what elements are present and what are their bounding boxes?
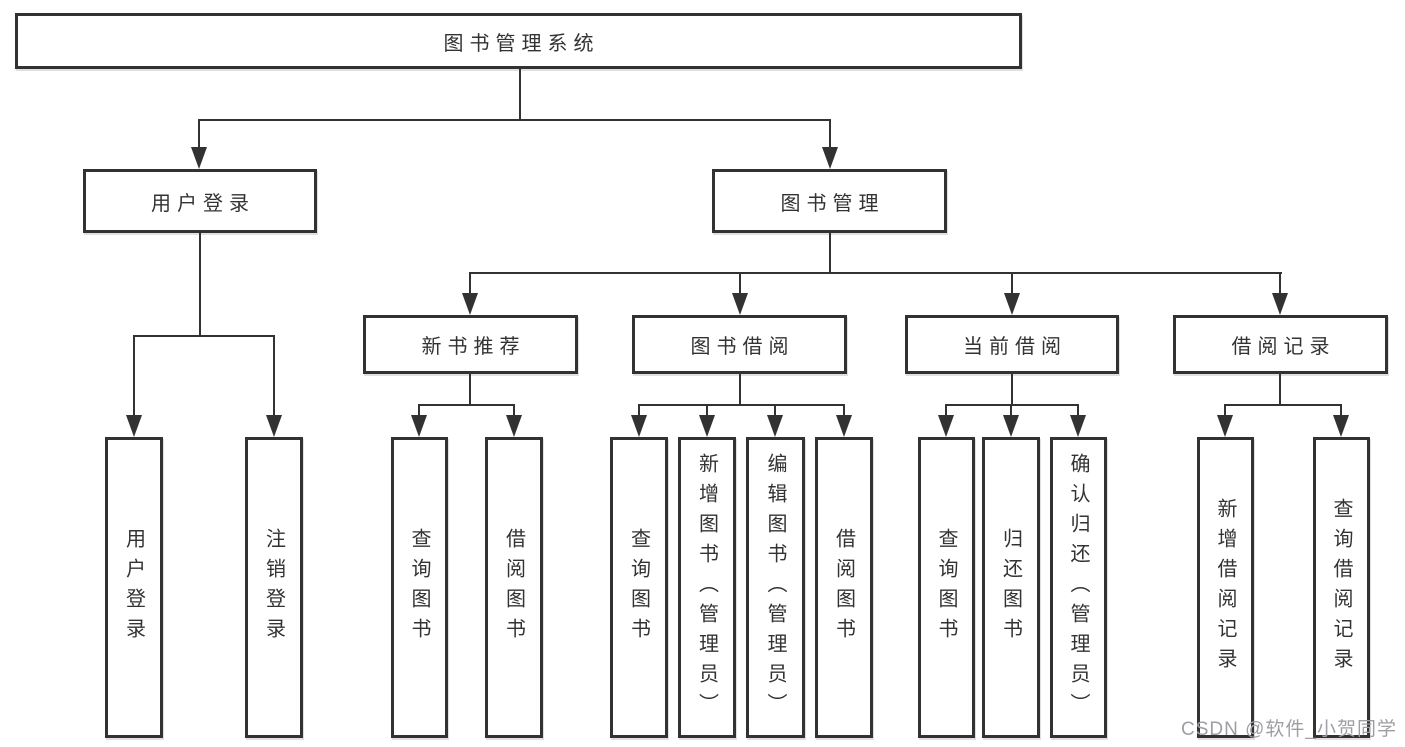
connector-line — [638, 404, 845, 406]
leaf-borrow-books: 借阅图书 — [485, 437, 543, 738]
arrow-down-icon — [266, 415, 282, 437]
arrow-down-icon — [1004, 293, 1020, 315]
leaf-logout: 注销登录 — [245, 437, 303, 738]
connector-line — [843, 406, 845, 417]
connector-line — [198, 121, 200, 150]
connector-line — [469, 374, 471, 406]
connector-line — [273, 337, 275, 417]
connector-line — [706, 406, 708, 417]
connector-line — [1340, 406, 1342, 417]
connector-line — [469, 274, 471, 296]
arrow-down-icon — [631, 415, 647, 437]
node-library-management-system: 图书管理系统 — [15, 13, 1022, 69]
leaf-confirm-return-admin: 确认归还（管理员） — [1050, 437, 1107, 738]
connector-line — [945, 406, 947, 417]
node-book-management: 图书管理 — [712, 169, 947, 233]
arrow-down-icon — [191, 147, 207, 169]
arrow-down-icon — [126, 415, 142, 437]
connector-line — [638, 406, 640, 417]
connector-line — [133, 335, 275, 337]
arrow-down-icon — [1333, 415, 1349, 437]
connector-line — [1279, 274, 1281, 296]
connector-line — [469, 272, 1282, 274]
arrow-down-icon — [1003, 415, 1019, 437]
connector-line — [739, 274, 741, 296]
connector-line — [829, 233, 831, 274]
leaf-query-books: 查询图书 — [391, 437, 448, 738]
connector-line — [1010, 406, 1012, 417]
connector-line — [945, 404, 1079, 406]
leaf-query-borrow-record: 查询借阅记录 — [1313, 437, 1370, 738]
arrow-down-icon — [462, 293, 478, 315]
connector-line — [133, 337, 135, 417]
arrow-down-icon — [836, 415, 852, 437]
node-borrowing-records: 借阅记录 — [1173, 315, 1388, 374]
arrow-down-icon — [938, 415, 954, 437]
arrow-down-icon — [1070, 415, 1086, 437]
connector-line — [199, 233, 201, 337]
node-new-book-recommendation: 新书推荐 — [363, 315, 578, 374]
leaf-add-borrow-record: 新增借阅记录 — [1197, 437, 1254, 738]
leaf-edit-books-admin: 编辑图书（管理员） — [746, 437, 805, 738]
connector-line — [1077, 406, 1079, 417]
arrow-down-icon — [506, 415, 522, 437]
node-user-login: 用户登录 — [83, 169, 317, 233]
connector-line — [418, 404, 515, 406]
connector-line — [1011, 274, 1013, 296]
leaf-add-books-admin: 新增图书（管理员） — [678, 437, 736, 738]
connector-line — [739, 374, 741, 406]
node-current-borrowing: 当前借阅 — [905, 315, 1119, 374]
connector-line — [1011, 374, 1013, 406]
arrow-down-icon — [411, 415, 427, 437]
leaf-query-books: 查询图书 — [610, 437, 668, 738]
arrow-down-icon — [732, 293, 748, 315]
connector-line — [1224, 406, 1226, 417]
arrow-down-icon — [1217, 415, 1233, 437]
connector-line — [829, 121, 831, 150]
arrow-down-icon — [767, 415, 783, 437]
node-book-borrowing: 图书借阅 — [632, 315, 847, 374]
watermark: CSDN @软件_小贺同学 — [1181, 719, 1397, 740]
connector-line — [513, 406, 515, 417]
connector-line — [774, 406, 776, 417]
connector-line — [198, 119, 831, 121]
leaf-borrow-books: 借阅图书 — [815, 437, 873, 738]
arrow-down-icon — [822, 147, 838, 169]
arrow-down-icon — [1272, 293, 1288, 315]
arrow-down-icon — [699, 415, 715, 437]
connector-line — [1279, 374, 1281, 406]
leaf-return-books: 归还图书 — [982, 437, 1040, 738]
connector-line — [418, 406, 420, 417]
leaf-user-login: 用户登录 — [105, 437, 163, 738]
connector-line — [1224, 404, 1342, 406]
connector-line — [519, 69, 521, 121]
leaf-query-books: 查询图书 — [918, 437, 975, 738]
